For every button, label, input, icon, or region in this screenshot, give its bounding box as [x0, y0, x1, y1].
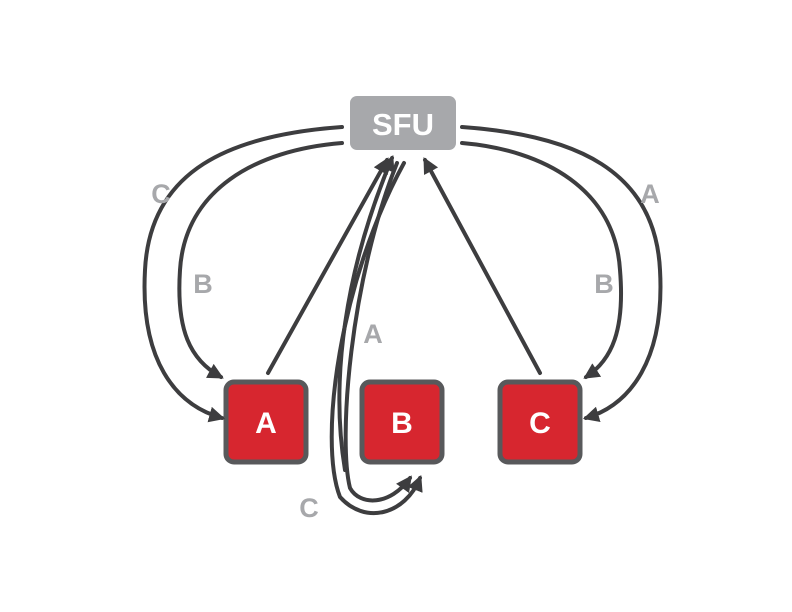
- client-node-b: B: [359, 379, 445, 465]
- client-b-box: [359, 379, 445, 465]
- edge-sfu-to-a-inner: [177, 141, 344, 379]
- flow-label-outer-right: A: [640, 179, 660, 209]
- client-b-label: B: [391, 407, 413, 440]
- client-c-label: C: [529, 407, 551, 440]
- flow-label-to-b-outer: C: [299, 493, 319, 523]
- client-node-a: A: [223, 379, 309, 465]
- edge-sfu-to-c-outer: [460, 125, 663, 423]
- sfu-label: SFU: [372, 107, 434, 142]
- client-node-c: C: [497, 379, 583, 465]
- edge-sfu-to-b-inner: [343, 161, 412, 503]
- edge-a-to-sfu: [266, 157, 389, 375]
- sfu-node: SFU: [350, 96, 456, 150]
- flow-label-outer-left: C: [151, 179, 171, 209]
- client-a-label: A: [255, 407, 277, 440]
- edge-sfu-to-c-inner: [460, 141, 624, 379]
- flow-label-inner-right: B: [594, 269, 614, 299]
- client-c-box: [497, 379, 583, 465]
- edge-sfu-to-a-outer: [142, 125, 344, 423]
- edge-c-to-sfu: [423, 157, 542, 375]
- flow-label-inner-left: B: [193, 269, 213, 299]
- client-a-box: [223, 379, 309, 465]
- flow-label-to-b-inner: A: [363, 319, 383, 349]
- edge-sfu-to-b-outer: [329, 161, 423, 515]
- sfu-box: [350, 96, 456, 150]
